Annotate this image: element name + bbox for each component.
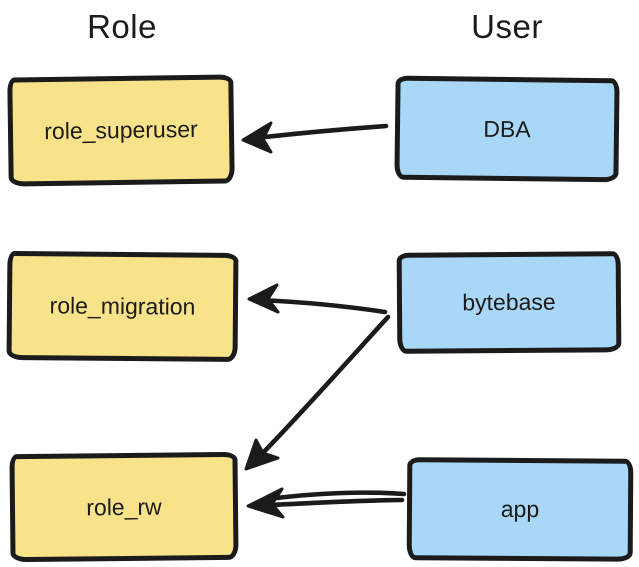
edge-bytebase-to-role-migration (247, 283, 388, 315)
node-label: bytebase (462, 288, 556, 316)
edge-app-to-role-rw (246, 487, 407, 519)
node-label: app (500, 495, 540, 523)
node-label: role_superuser (44, 115, 198, 145)
node-user-dba: DBA (394, 75, 620, 183)
column-title-user: User (471, 8, 543, 45)
node-label: DBA (483, 115, 531, 142)
edge-bytebase-to-role-rw (244, 314, 391, 471)
edge-dba-to-role-superuser (241, 121, 389, 154)
node-role-superuser: role_superuser (7, 74, 235, 187)
node-label: role_migration (49, 292, 196, 320)
column-title-role: Role (87, 8, 157, 45)
node-user-bytebase: bytebase (396, 251, 622, 354)
node-label: role_rw (86, 493, 162, 520)
node-role-rw: role_rw (9, 451, 239, 563)
node-user-app: app (406, 457, 634, 562)
node-role-migration: role_migration (6, 250, 239, 363)
